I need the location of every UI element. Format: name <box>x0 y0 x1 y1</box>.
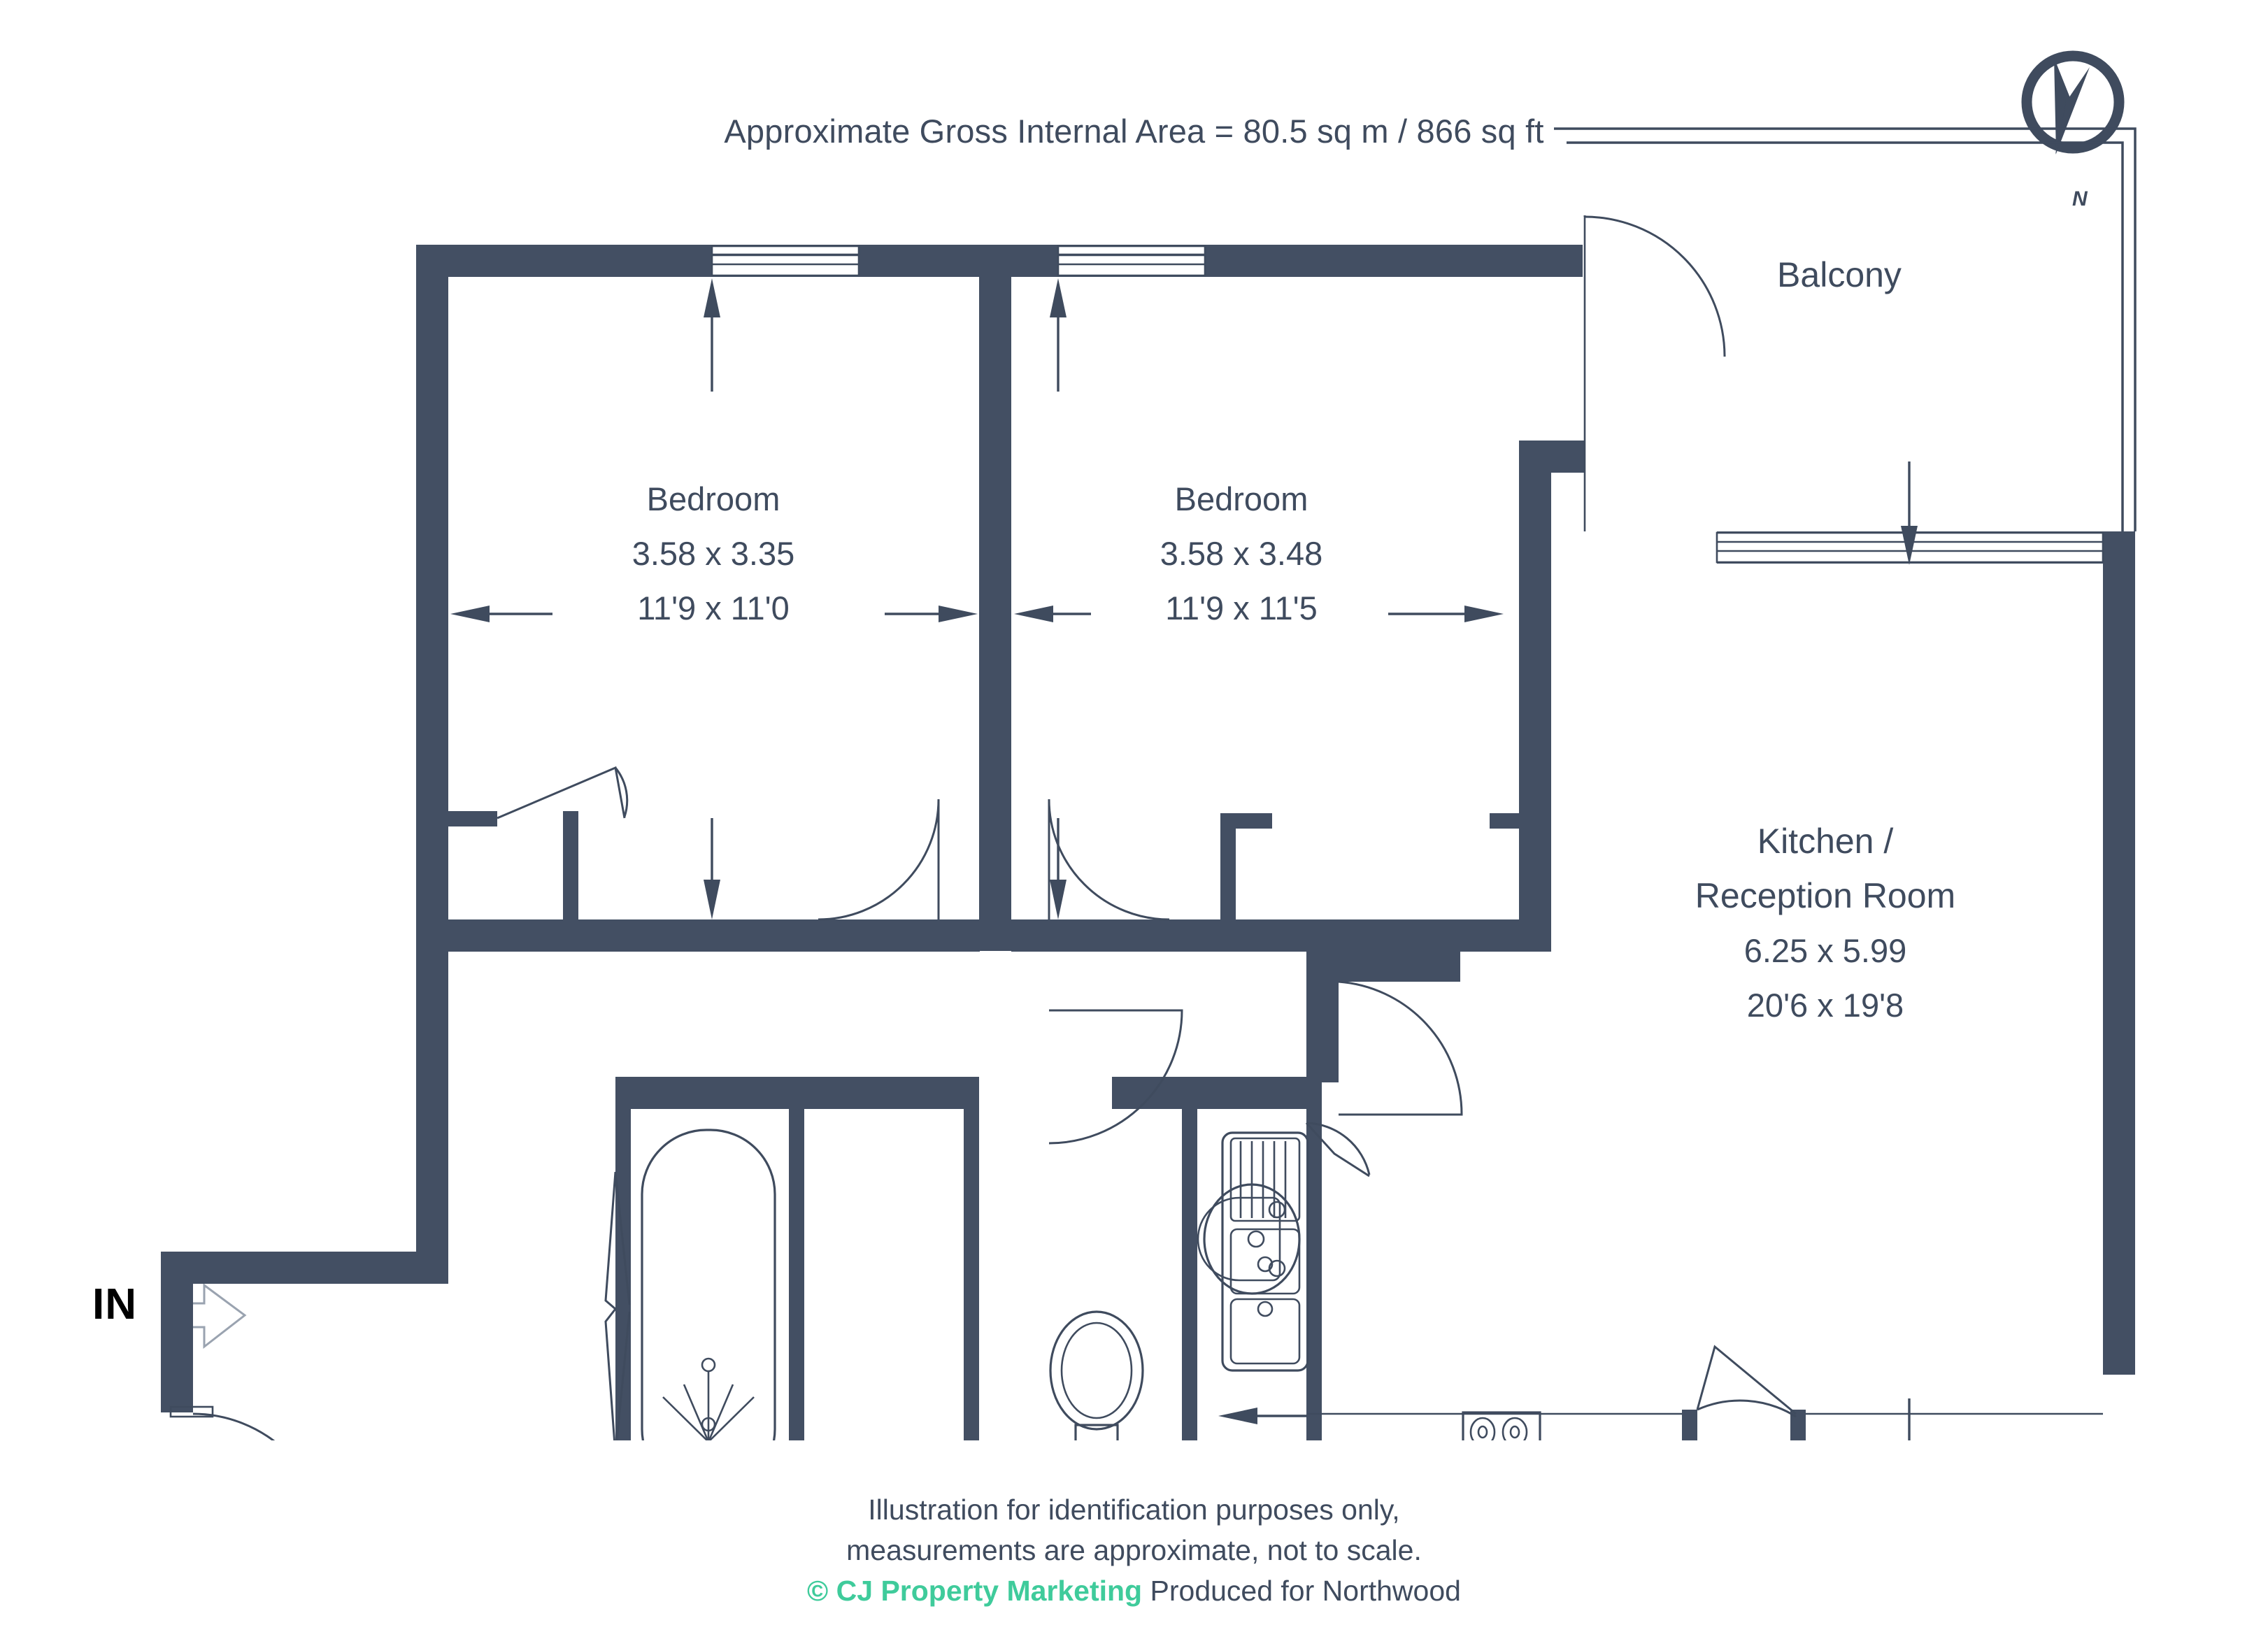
kitchen-reception-label: Kitchen / Reception Room 6.25 x 5.99 20'… <box>1695 822 1955 1024</box>
balcony-name: Balcony <box>1777 255 1902 294</box>
bedroom-2-label: Bedroom 3.58 x 3.48 11'9 x 11'5 <box>1160 480 1323 627</box>
floor-plan-drawing: Bedroom 3.58 x 3.35 11'9 x 11'0 Bedroom … <box>161 127 2137 1440</box>
balcony-outline <box>1554 127 2137 531</box>
footer-line-1: Illustration for identification purposes… <box>868 1494 1400 1526</box>
kitchen-name-line1: Kitchen / <box>1757 822 1894 861</box>
dimension-arrow-group <box>450 278 1918 1440</box>
bedroom-1-label: Bedroom 3.58 x 3.35 11'9 x 11'0 <box>632 480 795 627</box>
footer-disclaimer: Illustration for identification purposes… <box>0 1489 2268 1611</box>
wall-group <box>161 245 2135 1440</box>
fixture-group <box>641 1129 2103 1440</box>
compass-rose-icon <box>2021 50 2125 155</box>
balcony-label: Balcony <box>1777 255 1902 294</box>
compass-north-label: N <box>2072 187 2088 210</box>
footer-copyright: © CJ Property Marketing <box>807 1575 1143 1607</box>
bedroom-1-metric: 3.58 x 3.35 <box>632 535 795 572</box>
hob-icon <box>1462 1411 1541 1440</box>
bedroom-2-imperial: 11'9 x 11'5 <box>1165 589 1317 627</box>
gross-internal-area-note: Approximate Gross Internal Area = 80.5 s… <box>724 113 1544 150</box>
bedroom-1-name: Bedroom <box>647 480 780 517</box>
bedroom-1-imperial: 11'9 x 11'0 <box>637 589 789 627</box>
bedroom-2-metric: 3.58 x 3.48 <box>1160 535 1323 572</box>
bedroom-2-name: Bedroom <box>1175 480 1308 517</box>
kitchen-metric: 6.25 x 5.99 <box>1744 932 1907 969</box>
kitchen-imperial: 20'6 x 19'8 <box>1747 987 1904 1024</box>
kitchen-name-line2: Reception Room <box>1695 876 1955 915</box>
wash-basin-icon <box>1197 1183 1301 1295</box>
footer-credit-row: © CJ Property Marketing Produced for Nor… <box>0 1570 2268 1611</box>
entrance-in-label: IN <box>92 1280 137 1329</box>
footer-line-2: measurements are approximate, not to sca… <box>846 1534 1422 1566</box>
door-swing-group <box>169 766 1797 1440</box>
bath-with-shower-icon <box>641 1129 776 1440</box>
kitchen-sink-icon <box>1221 1131 1309 1372</box>
toilet-icon <box>1049 1310 1144 1440</box>
footer-produced-for: Produced for Northwood <box>1150 1575 1461 1607</box>
